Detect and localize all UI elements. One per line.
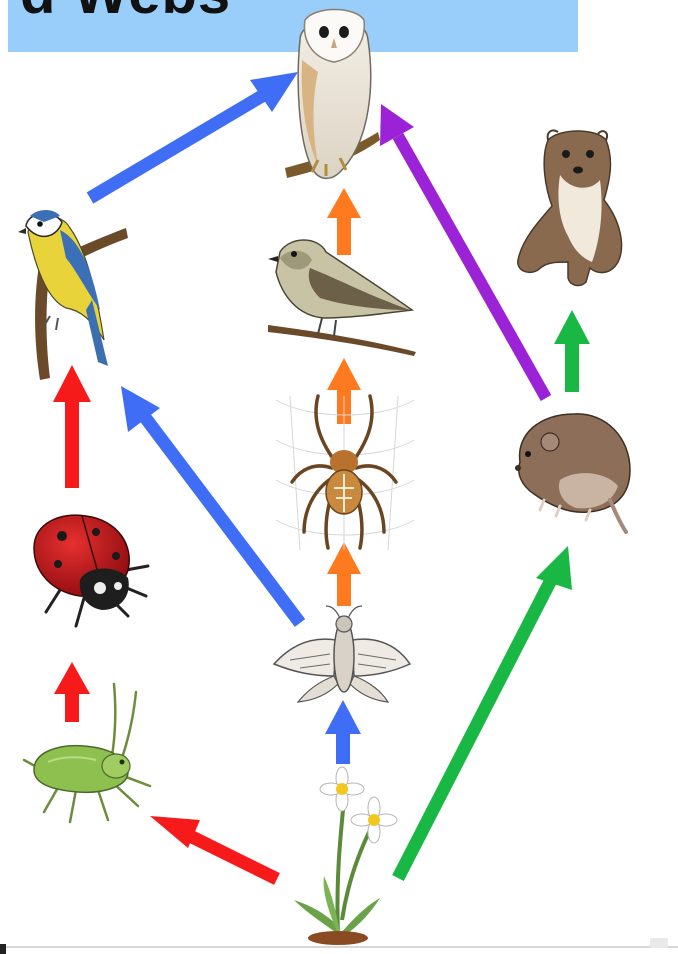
bottom-divider xyxy=(0,946,678,948)
arrow-bluetit-to-owl xyxy=(90,72,298,198)
arrow-moth-to-bluetit xyxy=(121,386,300,623)
bottom-left-corner xyxy=(0,944,6,954)
arrow-flower-to-aphid xyxy=(150,816,277,879)
bottom-right-mark xyxy=(650,938,668,948)
arrow-ladybird-to-bluetit xyxy=(53,365,91,488)
arrow-flower-to-vole xyxy=(398,546,572,878)
arrow-aphid-to-ladybird xyxy=(54,662,90,722)
arrow-flower-to-moth xyxy=(325,700,361,764)
feeding-arrows xyxy=(53,72,590,879)
blue-tit-icon xyxy=(18,210,128,380)
ladybird-icon xyxy=(34,515,148,626)
aphid-icon xyxy=(24,684,150,822)
barn-owl-icon xyxy=(285,10,380,179)
arrow-vole-to-stoat xyxy=(554,310,590,392)
stoat-icon xyxy=(518,130,622,285)
daisy-flower-icon xyxy=(294,767,397,945)
arrow-moth-to-spider xyxy=(327,542,361,606)
vole-icon xyxy=(515,414,630,532)
flycatcher-icon xyxy=(268,240,416,356)
arrow-flycatcher-to-owl xyxy=(327,188,361,255)
